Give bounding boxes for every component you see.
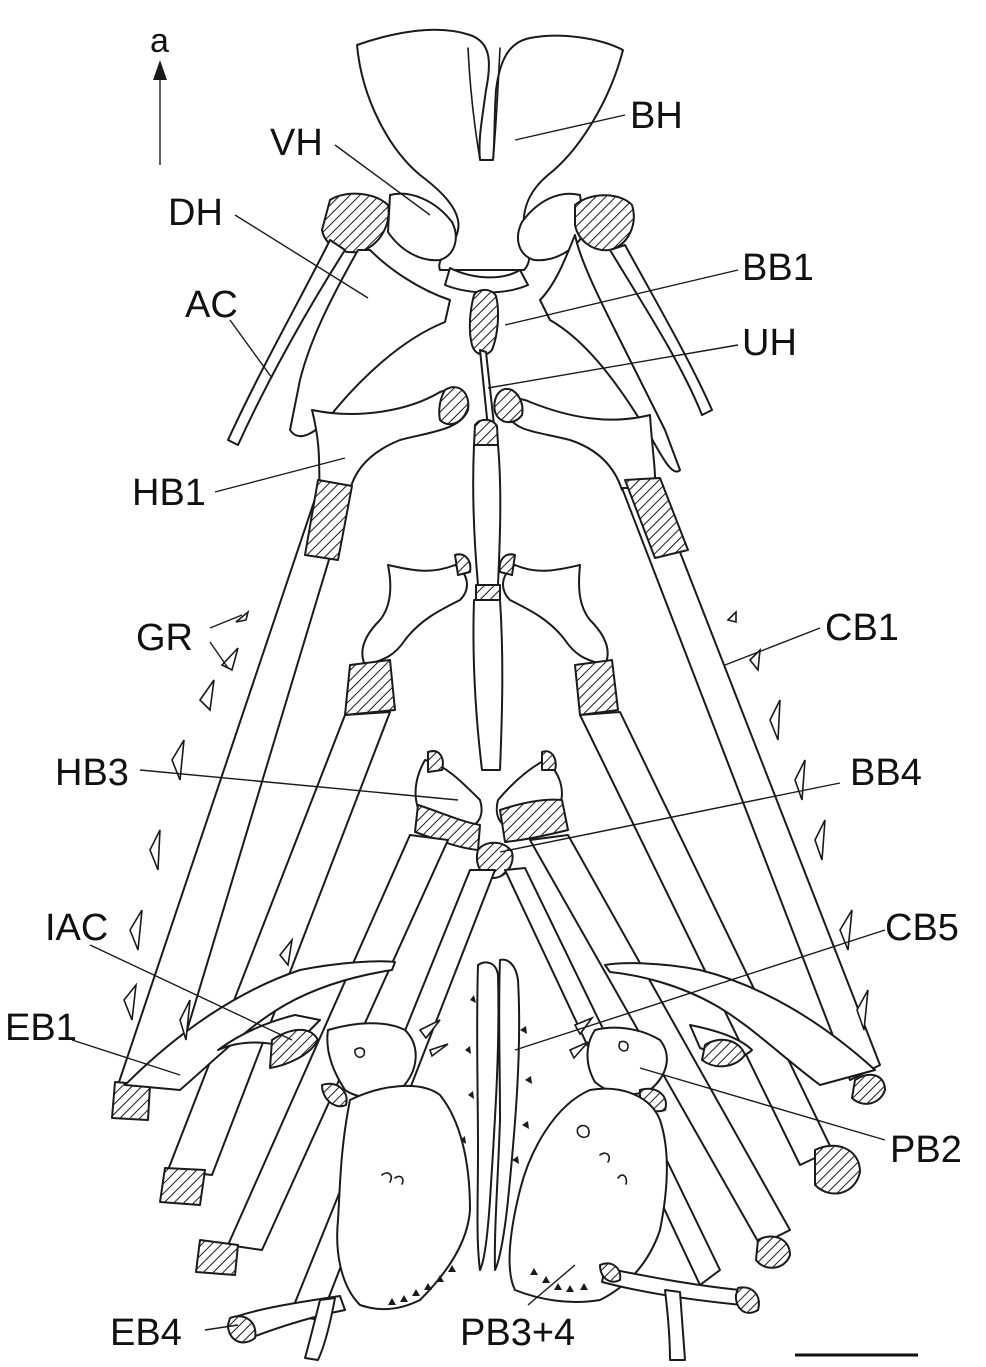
label-eb4: EB4 — [110, 1312, 182, 1354]
label-ac: AC — [185, 284, 238, 326]
label-eb1: EB1 — [5, 1007, 77, 1049]
label-hb1: HB1 — [132, 472, 206, 514]
anterior-arrow-label: a — [150, 22, 169, 60]
label-pb3-4: PB3+4 — [460, 1312, 575, 1354]
label-cb1: CB1 — [825, 607, 899, 649]
label-pb2: PB2 — [890, 1129, 962, 1171]
label-bh: BH — [630, 95, 683, 137]
hypobranchial-2-right — [503, 565, 608, 665]
hypobranchial-2-left — [362, 565, 467, 665]
label-vh: VH — [270, 122, 323, 164]
label-uh: UH — [742, 322, 797, 364]
basibranchial-1 — [470, 290, 498, 355]
ventral-hypohyal-left — [388, 194, 456, 260]
label-gr: GR — [136, 617, 193, 659]
label-bb4: BB4 — [850, 752, 922, 794]
anterior-arrow: a — [150, 22, 169, 165]
hypobranchial-1-right — [507, 399, 655, 490]
pharyngobranchial-2-right — [588, 1028, 667, 1095]
label-iac: IAC — [45, 907, 108, 949]
label-bb1: BB1 — [742, 247, 814, 289]
label-hb3: HB3 — [55, 752, 129, 794]
label-dh: DH — [168, 192, 223, 234]
basibranchial-3 — [473, 600, 502, 770]
urohyal — [480, 350, 494, 428]
pharyngobranchial-3-4-left — [337, 1086, 470, 1309]
label-cb5: CB5 — [885, 907, 959, 949]
dorsal-hypohyal-right — [575, 195, 634, 250]
ceratobranchial-1-left — [118, 490, 350, 1085]
basibranchial-2 — [473, 445, 500, 585]
